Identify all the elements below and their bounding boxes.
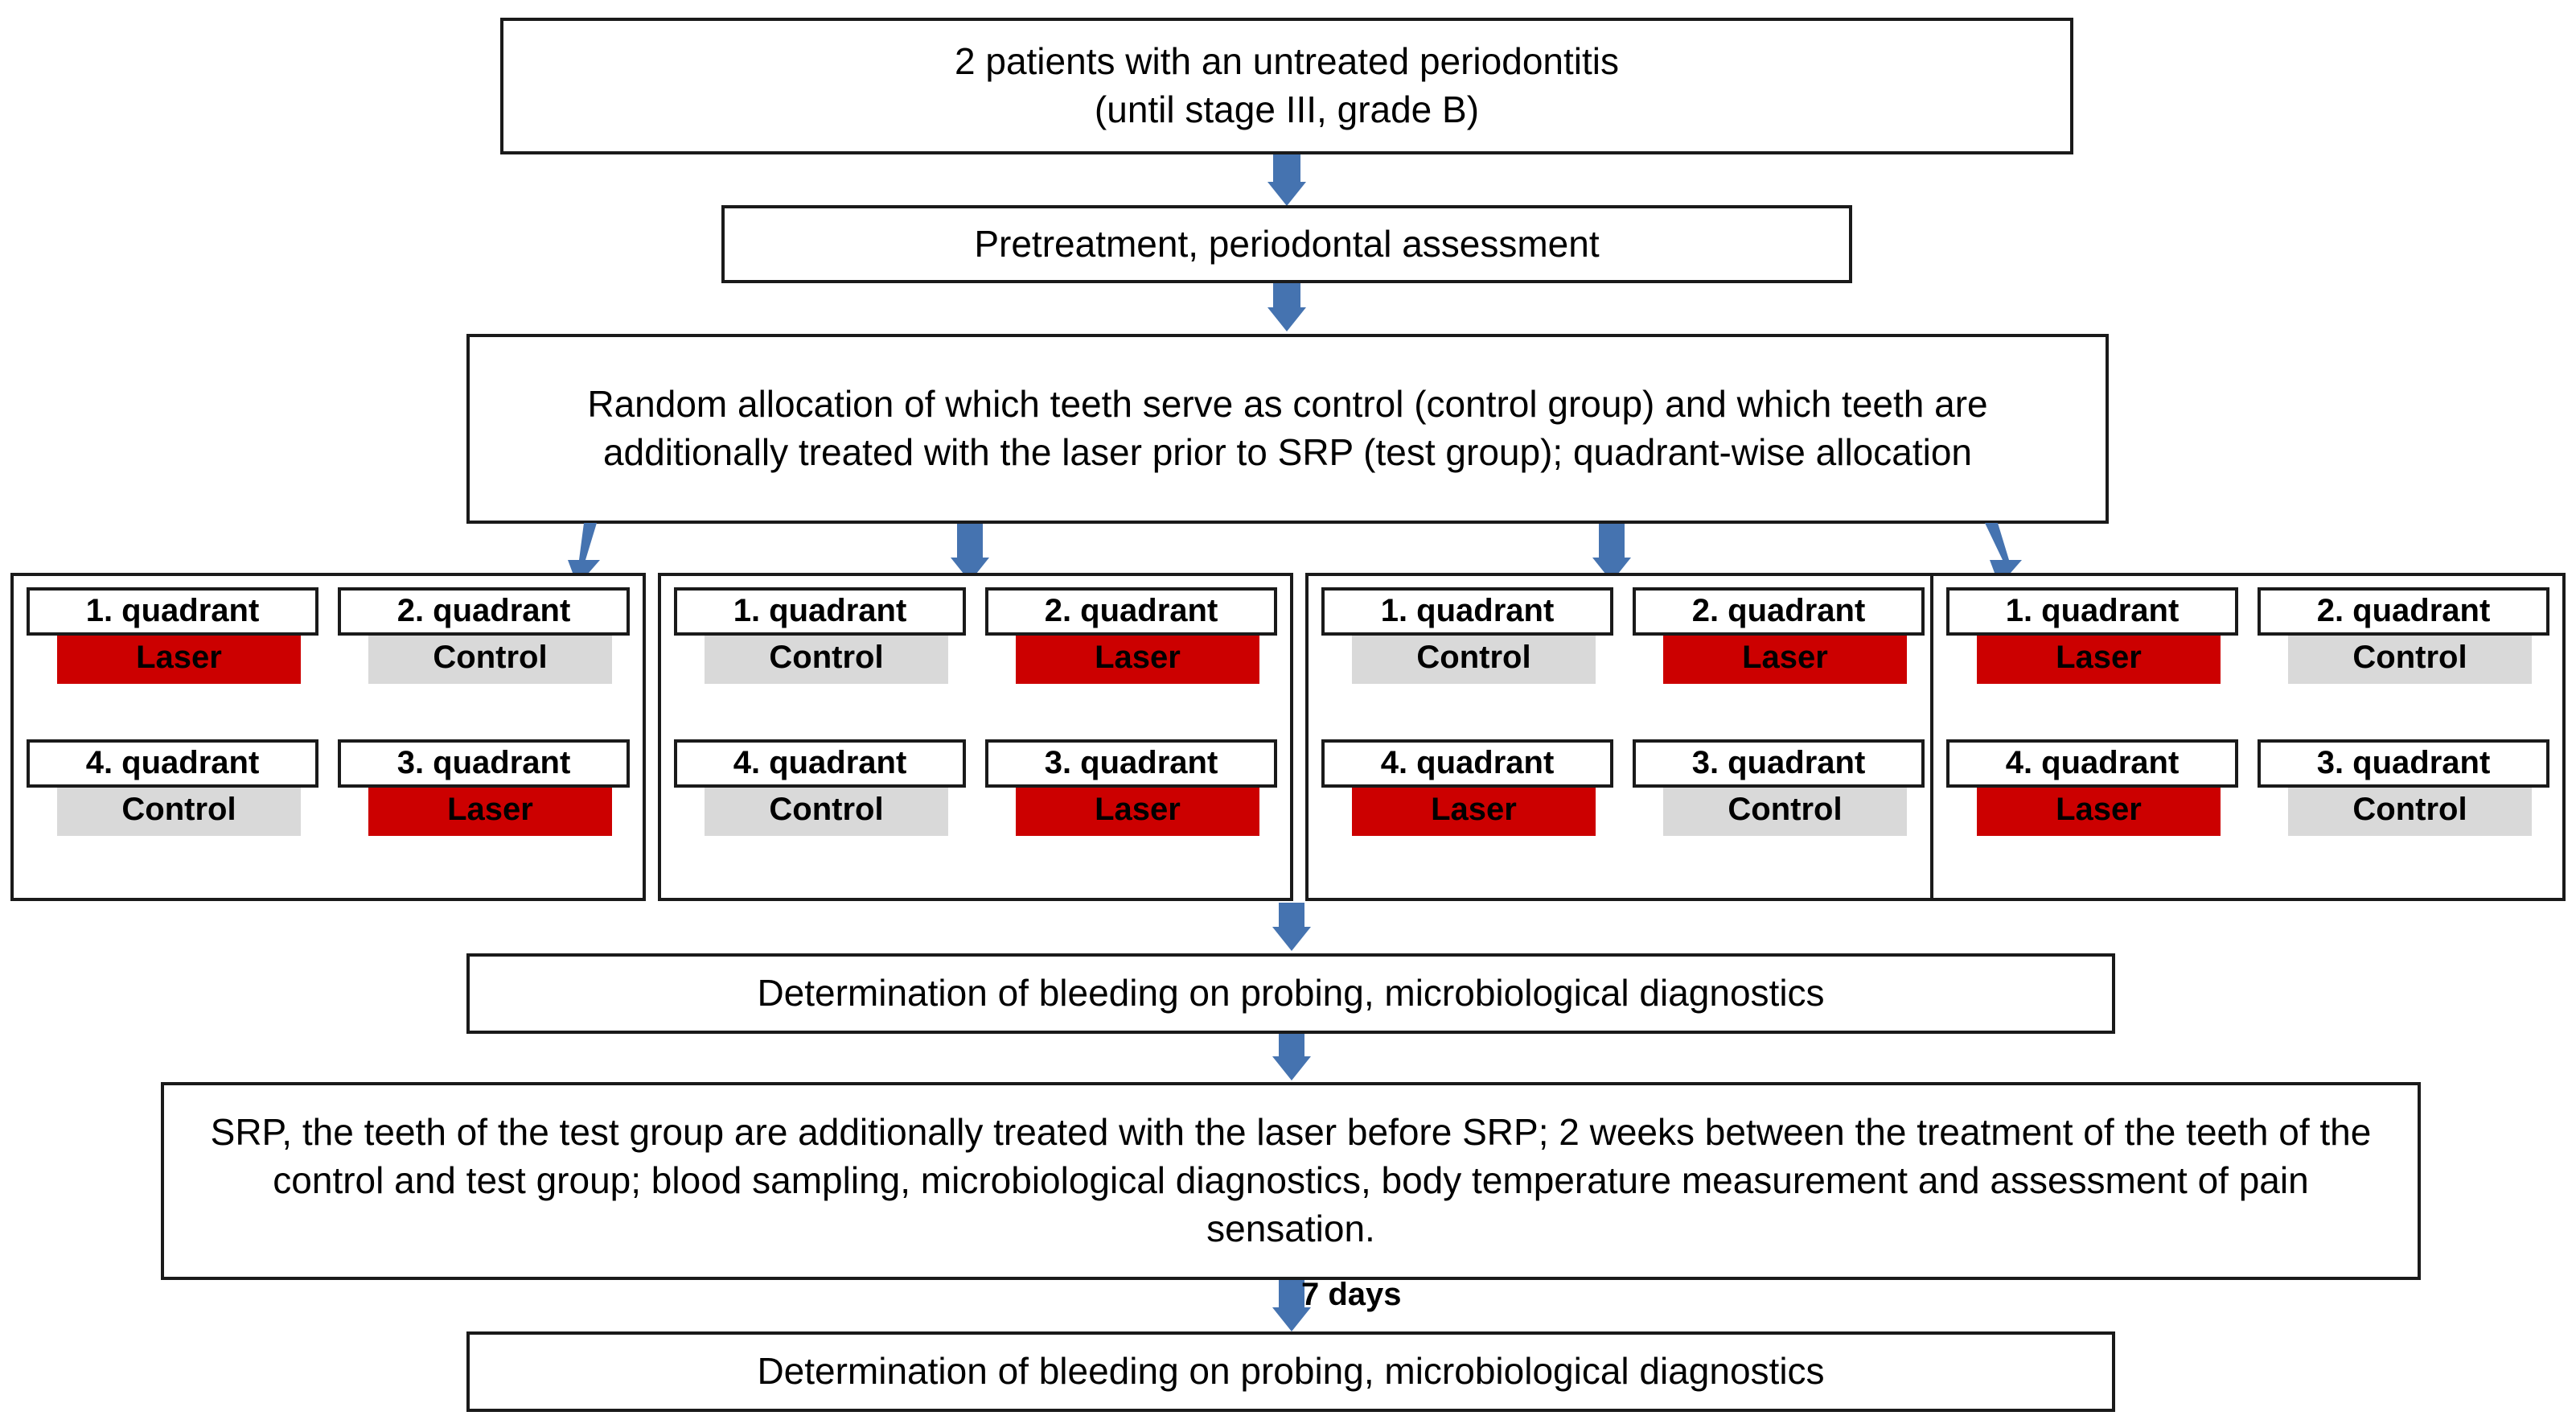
arrow-shaft <box>1279 903 1304 928</box>
quadrant-treatment-laser: Laser <box>1016 632 1259 684</box>
quadrant-treatment-control: Control <box>2288 632 2532 684</box>
quadrant-treatment-laser: Laser <box>1977 632 2221 684</box>
quadrant-label: 4. quadrant <box>674 739 966 788</box>
quadrant-group-1: 1. quadrant Laser 2. quadrant Control 4.… <box>10 573 646 901</box>
quadrant-label: 3. quadrant <box>1633 739 1925 788</box>
arrow-shaft <box>1279 1034 1304 1058</box>
arrow-head <box>1267 182 1306 206</box>
step-box-pretreatment: Pretreatment, periodontal assessment <box>721 205 1852 283</box>
quadrant-cell: 1. quadrant Control <box>1321 587 1613 735</box>
arrow-shaft <box>1279 1280 1304 1309</box>
quadrant-treatment-laser: Laser <box>1352 784 1596 836</box>
arrow-head <box>1272 1056 1311 1080</box>
quadrant-label: 2. quadrant <box>338 587 630 636</box>
quadrant-cell: 4. quadrant Laser <box>1946 739 2238 887</box>
quadrant-cell: 4. quadrant Control <box>27 739 318 887</box>
step-box-random-allocation-text: Random allocation of which teeth serve a… <box>587 383 1988 473</box>
quadrant-label: 2. quadrant <box>1633 587 1925 636</box>
quadrant-label: 1. quadrant <box>1946 587 2238 636</box>
quadrant-label: 4. quadrant <box>1946 739 2238 788</box>
quadrant-group-2: 1. quadrant Control 2. quadrant Laser 4.… <box>658 573 1293 901</box>
quadrant-label: 4. quadrant <box>27 739 318 788</box>
quadrant-treatment-laser: Laser <box>368 784 612 836</box>
step-box-random-allocation: Random allocation of which teeth serve a… <box>466 334 2109 524</box>
arrow-bent-icon <box>1985 523 2022 586</box>
quadrant-cell: 3. quadrant Laser <box>985 739 1277 887</box>
quadrant-cell: 4. quadrant Control <box>674 739 966 887</box>
step-box-patients-text: 2 patients with an untreated periodontit… <box>955 40 1619 130</box>
quadrant-label: 3. quadrant <box>338 739 630 788</box>
quadrant-treatment-control: Control <box>1663 784 1907 836</box>
arrow-bent-icon <box>568 523 600 586</box>
quadrant-cell: 3. quadrant Control <box>1633 739 1925 887</box>
quadrant-cell: 2. quadrant Control <box>338 587 630 735</box>
quadrant-label: 1. quadrant <box>674 587 966 636</box>
quadrant-treatment-control: Control <box>2288 784 2532 836</box>
arrow-shaft <box>1273 283 1300 309</box>
quadrant-treatment-control: Control <box>57 784 301 836</box>
quadrant-label: 3. quadrant <box>985 739 1277 788</box>
quadrant-cell: 4. quadrant Laser <box>1321 739 1613 887</box>
quadrant-cell: 2. quadrant Laser <box>985 587 1277 735</box>
arrow-head <box>1272 927 1311 951</box>
quadrant-cell: 3. quadrant Laser <box>338 739 630 887</box>
arrow-shaft <box>1599 524 1625 559</box>
step-box-determination-2-text: Determination of bleeding on probing, mi… <box>757 1350 1825 1393</box>
quadrant-label: 2. quadrant <box>2258 587 2549 636</box>
step-box-determination-2: Determination of bleeding on probing, mi… <box>466 1331 2115 1412</box>
quadrant-treatment-control: Control <box>705 632 948 684</box>
quadrant-treatment-laser: Laser <box>1016 784 1259 836</box>
quadrant-cell: 3. quadrant Control <box>2258 739 2549 887</box>
step-box-srp-text: SRP, the teeth of the test group are add… <box>210 1111 2372 1249</box>
quadrant-cell: 1. quadrant Control <box>674 587 966 735</box>
quadrant-label: 1. quadrant <box>1321 587 1613 636</box>
quadrant-treatment-control: Control <box>368 632 612 684</box>
quadrant-group-4: 1. quadrant Laser 2. quadrant Control 4.… <box>1930 573 2566 901</box>
quadrant-treatment-laser: Laser <box>1977 784 2221 836</box>
step-box-pretreatment-text: Pretreatment, periodontal assessment <box>974 222 1600 265</box>
quadrant-cell: 2. quadrant Laser <box>1633 587 1925 735</box>
step-box-patients: 2 patients with an untreated periodontit… <box>500 18 2073 154</box>
quadrant-treatment-laser: Laser <box>1663 632 1907 684</box>
quadrant-treatment-control: Control <box>705 784 948 836</box>
quadrant-treatment-control: Control <box>1352 632 1596 684</box>
quadrant-cell: 1. quadrant Laser <box>1946 587 2238 735</box>
quadrant-cell: 1. quadrant Laser <box>27 587 318 735</box>
arrow-head <box>1272 1307 1311 1331</box>
quadrant-label: 4. quadrant <box>1321 739 1613 788</box>
quadrant-label: 2. quadrant <box>985 587 1277 636</box>
quadrant-cell: 2. quadrant Control <box>2258 587 2549 735</box>
quadrant-group-3: 1. quadrant Control 2. quadrant Laser 4.… <box>1305 573 1941 901</box>
quadrant-label: 1. quadrant <box>27 587 318 636</box>
step-box-srp: SRP, the teeth of the test group are add… <box>161 1082 2421 1280</box>
arrow-shaft <box>1273 154 1300 183</box>
arrow-head <box>1267 307 1306 331</box>
quadrant-treatment-laser: Laser <box>57 632 301 684</box>
arrow-shaft <box>957 524 983 559</box>
step-box-determination-1: Determination of bleeding on probing, mi… <box>466 953 2115 1034</box>
arrow-label-7-days: 7 days <box>1301 1277 1402 1312</box>
quadrant-label: 3. quadrant <box>2258 739 2549 788</box>
step-box-determination-1-text: Determination of bleeding on probing, mi… <box>757 972 1825 1014</box>
